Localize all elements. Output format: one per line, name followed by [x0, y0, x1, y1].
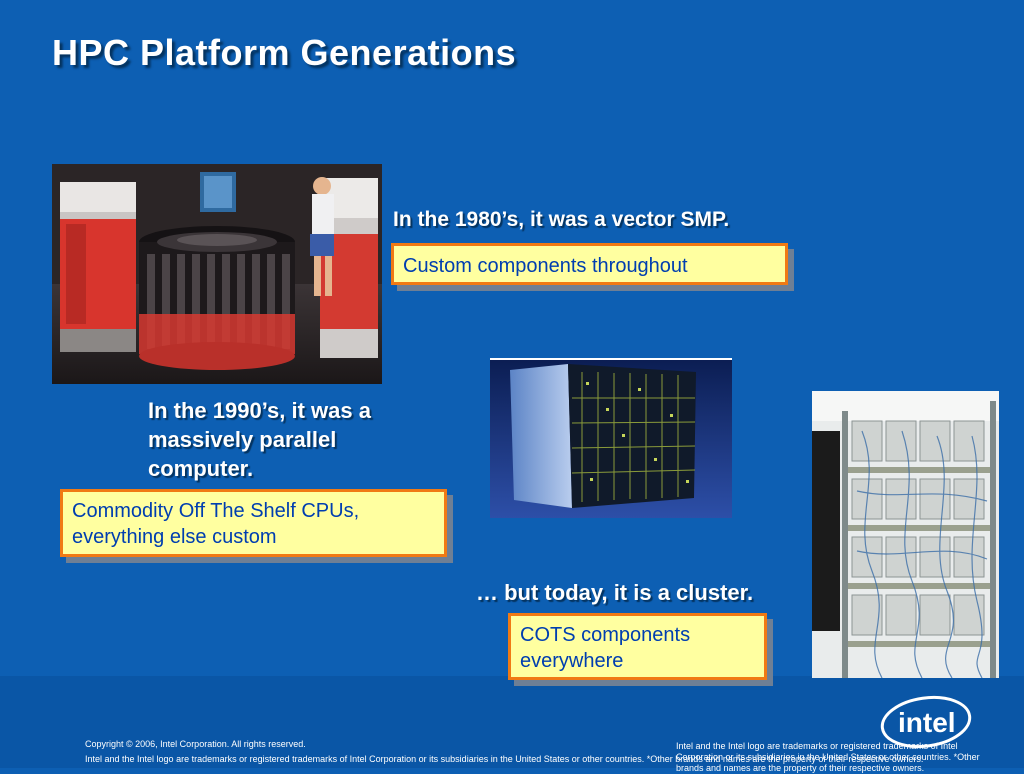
callout-1980s: Custom components throughout — [391, 243, 788, 285]
intel-logo: intel — [878, 692, 978, 757]
callout-1990s: Commodity Off The Shelf CPUs, everything… — [60, 489, 447, 557]
caption-1980s: In the 1980’s, it was a vector SMP. — [393, 208, 730, 231]
footer-legal: Copyright © 2006, Intel Corporation. All… — [85, 737, 923, 767]
mpp-computer-photo — [490, 358, 732, 518]
slide-title: HPC Platform Generations — [52, 32, 517, 73]
cluster-rack-photo — [812, 391, 999, 678]
trademark-text: Intel and the Intel logo are trademarks … — [85, 754, 924, 764]
footer-band — [0, 676, 1024, 768]
copyright-text: Copyright © 2006, Intel Corporation. All… — [85, 739, 306, 749]
caption-1990s: In the 1990’s, it was a massively parall… — [148, 398, 371, 481]
callout-today: COTS components everywhere — [508, 613, 767, 680]
cray-supercomputer-photo — [52, 164, 382, 384]
caption-today: … but today, it is a cluster. — [476, 580, 754, 605]
intel-logo-text: intel — [898, 707, 956, 738]
